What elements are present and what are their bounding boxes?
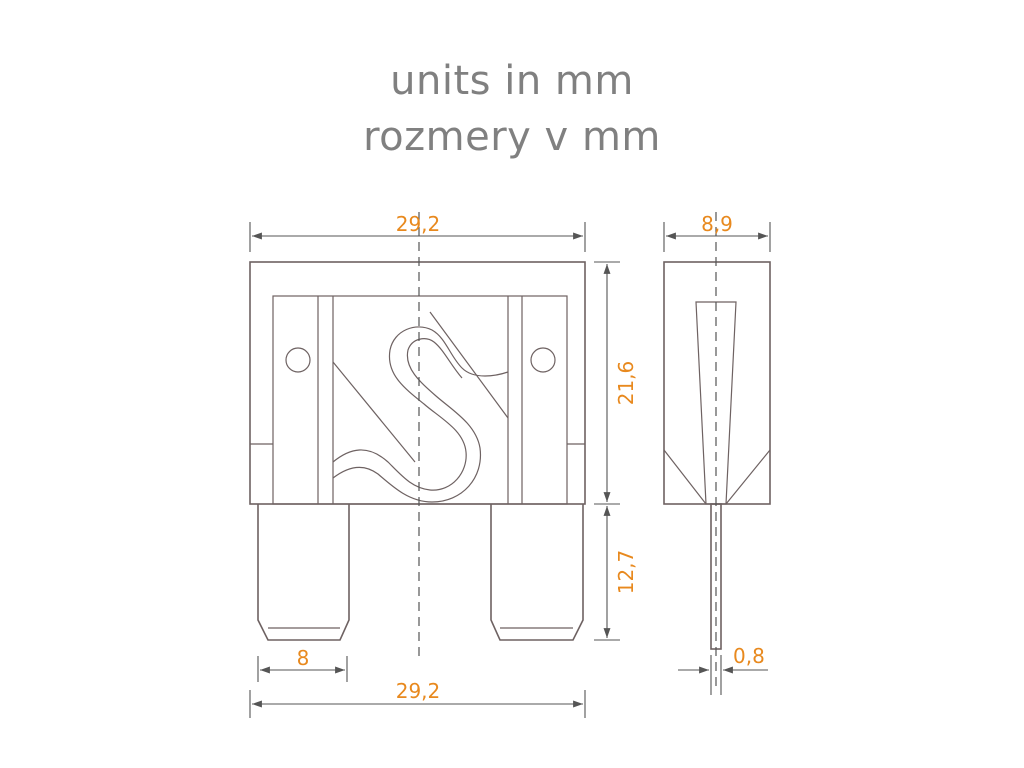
left-pin bbox=[257, 504, 350, 641]
dim-ext-blade bbox=[710, 655, 722, 695]
dim-label-top-width: 29,2 bbox=[396, 212, 441, 236]
left-diagonal bbox=[332, 361, 416, 463]
front-dimensions bbox=[249, 222, 620, 718]
title-units-en: units in mm bbox=[390, 58, 634, 104]
dim-label-blade-thickness: 0,8 bbox=[733, 644, 765, 668]
fuse-window bbox=[272, 295, 568, 505]
side-body-outline bbox=[663, 261, 771, 505]
title-units-sk: rozmery v mm bbox=[363, 114, 661, 160]
dim-label-body-height: 21,6 bbox=[614, 361, 638, 406]
left-hole bbox=[285, 347, 311, 373]
dim-ext-top bbox=[249, 222, 586, 252]
dim-ext-bottom bbox=[249, 690, 586, 718]
right-strip bbox=[507, 296, 523, 504]
front-view bbox=[249, 212, 586, 660]
dim-ext-right bbox=[594, 261, 620, 641]
side-view bbox=[663, 212, 771, 690]
dim-ext-pin bbox=[257, 656, 348, 682]
dim-ext-side bbox=[663, 222, 771, 252]
dim-label-pin-height: 12,7 bbox=[614, 550, 638, 595]
right-hole bbox=[530, 347, 556, 373]
right-pin bbox=[490, 504, 584, 641]
fuse-body-outline bbox=[249, 261, 586, 505]
fuse-element-s-shape bbox=[332, 326, 509, 503]
dim-label-pin-width: 8 bbox=[297, 646, 310, 670]
left-strip bbox=[317, 296, 334, 504]
dim-label-side-width: 8,9 bbox=[701, 212, 733, 236]
right-diagonal bbox=[429, 311, 509, 419]
side-chamfers bbox=[663, 449, 771, 505]
dim-label-bottom-width: 29,2 bbox=[396, 679, 441, 703]
side-dimensions bbox=[663, 222, 771, 695]
